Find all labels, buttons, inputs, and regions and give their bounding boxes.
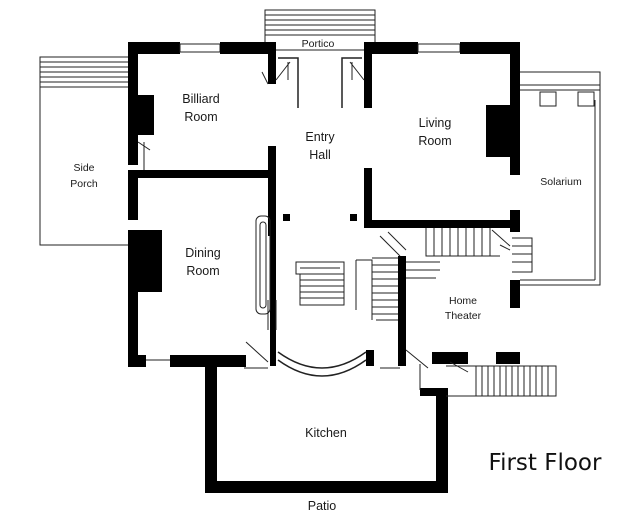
rear-steps	[446, 365, 557, 397]
solarium-outline	[520, 71, 601, 286]
label-side-porch-line1: Side	[73, 162, 94, 174]
fireplaces	[138, 105, 510, 292]
label-patio: Patio	[308, 499, 337, 513]
label-dining-room-line1: Dining	[185, 246, 220, 260]
interior-walls	[128, 54, 520, 366]
label-living-room-line2: Room	[418, 134, 451, 148]
door-swings	[137, 71, 511, 390]
side-porch-outline	[39, 56, 128, 246]
label-portico: Portico	[302, 38, 335, 50]
label-solarium: Solarium	[540, 176, 582, 188]
label-side-porch-line2: Porch	[70, 178, 98, 190]
portico-steps	[264, 9, 376, 51]
label-kitchen: Kitchen	[305, 426, 347, 440]
label-home-theater-line2: Theater	[445, 310, 482, 322]
main-stair	[295, 257, 398, 321]
curved-bay	[277, 351, 367, 377]
plan-title: First Floor	[489, 450, 602, 476]
label-billiard-room-line2: Room	[184, 110, 217, 124]
label-billiard-room-line1: Billiard	[182, 92, 220, 106]
label-living-room-line1: Living	[419, 116, 452, 130]
label-entry-hall-line2: Hall	[309, 148, 331, 162]
label-entry-hall-line1: Entry	[305, 130, 335, 144]
label-dining-room-line2: Room	[186, 264, 219, 278]
dining-built-in	[255, 215, 271, 315]
room-labels: Portico Billiard Room Entry Hall Living …	[70, 38, 582, 513]
label-home-theater-line1: Home	[449, 295, 477, 307]
upper-stair	[406, 228, 533, 279]
entry-doors	[275, 57, 365, 108]
